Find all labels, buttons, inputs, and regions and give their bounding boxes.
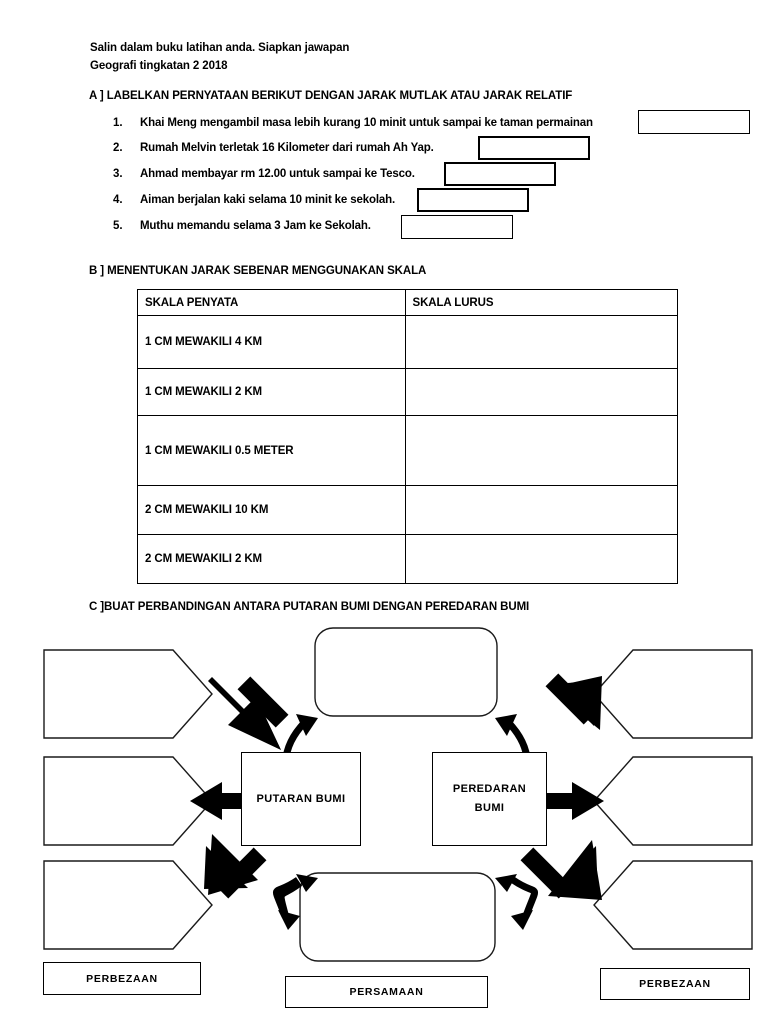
header-line-1: Salin dalam buku latihan anda. Siapkan j… xyxy=(90,42,350,54)
section-a-title: A ] LABELKAN PERNYATAAN BERIKUT DENGAN J… xyxy=(89,90,573,102)
left-shape-1 xyxy=(43,649,213,739)
list-item-number: 5. xyxy=(113,220,123,232)
cell-skala-lurus[interactable] xyxy=(404,368,679,416)
cell-skala-penyata: 2 CM MEWAKILI 10 KM xyxy=(137,485,406,535)
table-row: 1 CM MEWAKILI 4 KM xyxy=(137,315,679,369)
arrow-left-up xyxy=(208,676,289,750)
list-item-text: Khai Meng mengambil masa lebih kurang 10… xyxy=(140,117,593,129)
arrow-right-up xyxy=(545,673,602,730)
arrow-left-middle xyxy=(190,782,252,820)
cell-skala-penyata: 1 CM MEWAKILI 0.5 METER xyxy=(137,415,406,486)
top-rounded-box xyxy=(314,627,498,717)
skala-table: SKALA PENYATA SKALA LURUS 1 CM MEWAKILI … xyxy=(137,289,679,584)
bottom-label-persamaan: PERSAMAAN xyxy=(285,976,488,1008)
cell-skala-lurus[interactable] xyxy=(404,415,679,486)
list-item-number: 1. xyxy=(113,117,123,129)
list-item-number: 2. xyxy=(113,142,123,154)
bottom-label-perbezaan-right: PERBEZAAN xyxy=(600,968,750,1000)
center-box-peredaran-label: PEREDARAN BUMI xyxy=(452,783,527,814)
left-shape-2 xyxy=(43,756,213,846)
answer-box-4[interactable] xyxy=(417,188,529,212)
center-box-peredaran-bumi: PEREDARAN BUMI xyxy=(432,752,547,846)
cell-skala-lurus[interactable] xyxy=(404,315,679,369)
table-header-row: SKALA PENYATA SKALA LURUS xyxy=(137,289,679,316)
column-header-skala-penyata: SKALA PENYATA xyxy=(137,289,406,316)
curved-arrow-right-bottom xyxy=(495,874,538,930)
table-row: 1 CM MEWAKILI 2 KM xyxy=(137,368,679,416)
arrow-right-middle xyxy=(542,782,604,820)
center-box-putaran-label: PUTARAN BUMI xyxy=(256,792,346,805)
table-row: 2 CM MEWAKILI 10 KM xyxy=(137,485,679,535)
list-item-number: 4. xyxy=(113,194,123,206)
cell-skala-penyata: 1 CM MEWAKILI 2 KM xyxy=(137,368,406,416)
curved-arrow-left-bottom xyxy=(273,874,318,930)
cell-skala-penyata: 2 CM MEWAKILI 2 KM xyxy=(137,534,406,584)
cell-skala-lurus[interactable] xyxy=(404,485,679,535)
answer-box-2[interactable] xyxy=(478,136,590,160)
bottom-label-perbezaan-left: PERBEZAAN xyxy=(43,962,201,995)
table-row: 1 CM MEWAKILI 0.5 METER xyxy=(137,415,679,486)
cell-skala-penyata: 1 CM MEWAKILI 4 KM xyxy=(137,315,406,369)
bottom-rounded-box xyxy=(299,872,496,962)
list-item-text: Rumah Melvin terletak 16 Kilometer dari … xyxy=(140,142,434,154)
list-item-number: 3. xyxy=(113,168,123,180)
right-shape-1 xyxy=(593,649,753,739)
right-shape-2 xyxy=(593,756,753,846)
center-box-putaran-bumi: PUTARAN BUMI xyxy=(241,752,361,846)
left-shape-3 xyxy=(43,860,213,950)
section-c-title: C ]BUAT PERBANDINGAN ANTARA PUTARAN BUMI… xyxy=(89,601,530,613)
list-item-text: Ahmad membayar rm 12.00 untuk sampai ke … xyxy=(140,168,415,180)
table-row: 2 CM MEWAKILI 2 KM xyxy=(137,534,679,584)
answer-box-3[interactable] xyxy=(444,162,556,186)
header-line-2: Geografi tingkatan 2 2018 xyxy=(90,60,228,72)
list-item-text: Aiman berjalan kaki selama 10 minit ke s… xyxy=(140,194,396,206)
right-shape-3 xyxy=(593,860,753,950)
arrow-right-down xyxy=(520,840,602,900)
answer-box-1[interactable] xyxy=(638,110,750,134)
cell-skala-lurus[interactable] xyxy=(404,534,679,584)
comparison-diagram: .outline { fill:#ffffff; stroke:#1a1a1a;… xyxy=(0,618,768,1024)
arrow-left-down xyxy=(204,834,267,899)
section-b-title: B ] MENENTUKAN JARAK SEBENAR MENGGUNAKAN… xyxy=(89,265,427,277)
list-item-text: Muthu memandu selama 3 Jam ke Sekolah. xyxy=(140,220,371,232)
column-header-skala-lurus: SKALA LURUS xyxy=(404,289,679,316)
answer-box-5[interactable] xyxy=(401,215,513,239)
